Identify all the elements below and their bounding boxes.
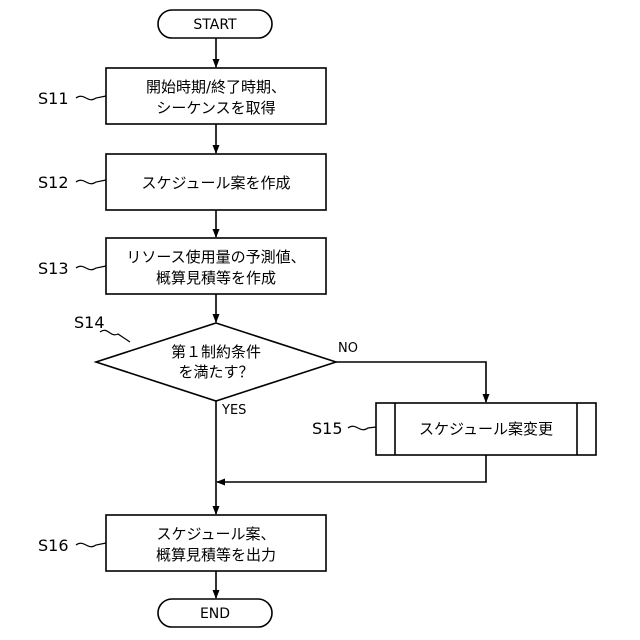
step-s12-label: S12 [38,173,69,192]
step-s15-text: スケジュール案変更 [419,420,553,438]
step-s16-line2: 概算見積等を出力 [156,546,276,564]
start-terminal: START [158,10,272,38]
step-s15-label: S15 [312,419,343,438]
step-s11-line2: シーケンスを取得 [156,99,275,117]
decision-s14: 第１制約条件 を満たす？ [96,323,336,401]
decision-s14-line1: 第１制約条件 [171,343,261,361]
step-s13: リソース使用量の予測値、 概算見積等を作成 [106,238,326,294]
step-s15: スケジュール案変更 [376,403,596,455]
start-label: START [193,17,237,33]
step-s13-leader [76,266,106,270]
step-s13-line1: リソース使用量の予測値、 [126,248,305,266]
step-s16-leader [76,543,106,547]
decision-yes-label: YES [221,403,246,418]
decision-s14-line2: を満たす？ [178,363,253,381]
step-s16: スケジュール案、 概算見積等を出力 [106,515,326,571]
step-s12: スケジュール案を作成 [106,154,326,210]
arrow-s15-return [217,455,486,482]
step-s12-leader [76,180,106,184]
step-s11-leader [76,96,106,100]
decision-no-label: NO [338,341,358,356]
step-s16-label: S16 [38,536,69,555]
step-s12-text: スケジュール案を作成 [142,174,291,192]
step-s11: 開始時期/終了時期、 シーケンスを取得 [106,68,326,124]
step-s11-label: S11 [38,89,69,108]
end-terminal: END [158,599,272,627]
decision-s14-leader [100,330,130,342]
decision-s14-label: S14 [74,313,105,332]
step-s15-leader [348,426,376,429]
step-s11-line1: 開始時期/終了時期、 [146,78,286,96]
end-label: END [200,606,230,622]
step-s13-label: S13 [38,259,69,278]
step-s13-line2: 概算見積等を作成 [156,269,276,287]
arrow-s14-no-to-s15 [336,362,486,402]
step-s16-line1: スケジュール案、 [157,525,276,543]
